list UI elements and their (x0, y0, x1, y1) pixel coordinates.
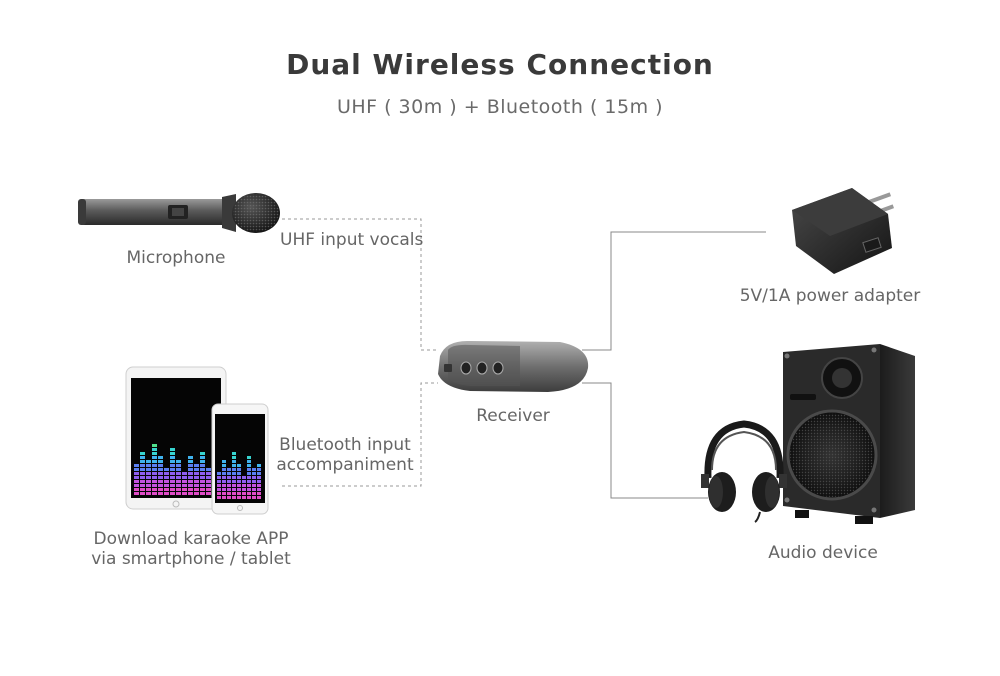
uhf-connector-line (282, 218, 438, 351)
app-label-line2: via smartphone / tablet (91, 549, 291, 569)
microphone-icon (78, 193, 280, 233)
power-adapter-label: 5V/1A power adapter (739, 286, 921, 306)
bluetooth-input-label-line2: accompaniment (276, 455, 414, 475)
app-label-line1: Download karaoke APP (93, 529, 289, 549)
tablet-icon (125, 366, 227, 510)
audio-device-label: Audio device (768, 543, 878, 563)
power-connector-line (582, 231, 766, 351)
smartphone-icon (211, 403, 269, 515)
microphone-label: Microphone (126, 248, 226, 268)
bluetooth-input-label-line1: Bluetooth input (279, 435, 411, 455)
speaker-icon (783, 344, 915, 524)
uhf-input-label: UHF input vocals (280, 230, 424, 250)
receiver-icon (438, 340, 589, 392)
page-title: Dual Wireless Connection (286, 48, 714, 81)
audio-connector-line (582, 382, 708, 499)
power-adapter-icon (792, 188, 895, 274)
receiver-label: Receiver (476, 406, 550, 426)
headphones-icon (701, 420, 787, 523)
page-subtitle: UHF ( 30m ) + Bluetooth ( 15m ) (336, 96, 664, 118)
